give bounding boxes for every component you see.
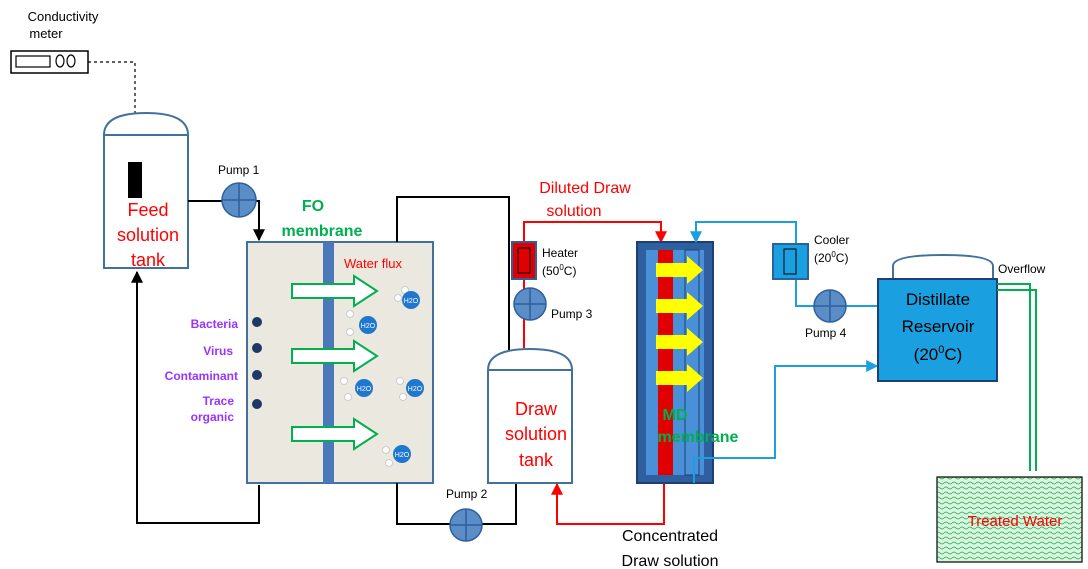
overflow-pipe	[997, 289, 1037, 471]
contaminant-particle-icon	[252, 370, 262, 380]
water-molecule-icon: H2O	[396, 377, 424, 401]
virus-label: Virus	[203, 344, 233, 358]
draw-pipe	[396, 196, 515, 387]
md-membrane-label-2: membrane	[658, 429, 739, 446]
conductivity-meter-label-2: meter	[29, 26, 63, 41]
feed-tank-label-1: Feed	[127, 200, 168, 220]
pump-4: Pump 4	[805, 289, 847, 340]
pump-4-label: Pump 4	[805, 326, 847, 340]
virus-particle-icon	[252, 343, 262, 353]
conductivity-meter-label-1: Conductivity	[28, 9, 99, 24]
svg-text:H2O: H2O	[357, 386, 372, 393]
pump-2-label: Pump 2	[446, 487, 488, 501]
trace-organic-label-1: Trace	[203, 394, 235, 408]
svg-text:H2O: H2O	[404, 298, 419, 305]
feed-pipe	[253, 200, 265, 242]
md-flux-arrow-icon	[656, 256, 703, 284]
draw-tank-label-2: solution	[505, 424, 567, 444]
fo-membrane-label-2: membrane	[282, 223, 363, 240]
diluted-draw-label-1: Diluted Draw	[539, 180, 631, 197]
fo-membrane-module: FO membrane Water flux Bacteria Virus Co…	[165, 198, 434, 484]
distillate-label-2: Reservoir	[902, 317, 975, 336]
water-flux-arrow-icon	[291, 339, 379, 373]
md-membrane-label-1: MD	[663, 407, 688, 424]
pump-2: Pump 2	[446, 487, 488, 542]
trace-organic-label-2: organic	[191, 410, 235, 424]
distillate-label-1: Distillate	[906, 290, 970, 309]
meter-display	[15, 55, 51, 68]
fo-membrane-label-1: FO	[302, 198, 324, 215]
feed-tank-label-2: solution	[117, 225, 179, 245]
diluted-draw-label-2: solution	[546, 203, 601, 220]
svg-text:H2O: H2O	[361, 323, 376, 330]
cooler-label-1: Cooler	[814, 233, 849, 247]
draw-pipe	[396, 483, 450, 525]
heater: Heater (500C)	[511, 241, 578, 280]
overflow-pipe	[997, 283, 1031, 471]
treated-water-tank: Treated Water	[936, 476, 1083, 563]
diluted-draw-pipe	[523, 221, 667, 348]
overflow-label: Overflow	[998, 262, 1046, 276]
distillate-return-pipe	[693, 360, 879, 483]
feed-solution-tank: Feed solution tank	[103, 111, 189, 270]
contaminant-label: Contaminant	[165, 369, 238, 383]
feed-tank-label-3: tank	[131, 250, 166, 270]
md-flux-arrow-icon	[656, 292, 703, 320]
pump-3: Pump 3	[513, 287, 593, 321]
water-flux-label: Water flux	[344, 256, 403, 271]
treated-water-label: Treated Water	[968, 513, 1063, 530]
draw-pipe	[482, 483, 517, 525]
pump-3-label: Pump 3	[551, 307, 593, 321]
bacteria-label: Bacteria	[191, 317, 239, 331]
heater-label-1: Heater	[542, 246, 578, 260]
cooler-icon	[772, 243, 809, 280]
md-flux-arrow-icon	[656, 364, 703, 392]
conductivity-probe	[128, 162, 142, 198]
trace-organic-particle-icon	[252, 399, 262, 409]
draw-tank-label-3: tank	[519, 450, 554, 470]
water-molecule-icon: H2O	[340, 377, 373, 401]
meter-knob-icon	[55, 54, 65, 68]
meter-knob-icon	[66, 54, 76, 68]
draw-solution-tank: Draw solution tank	[487, 347, 573, 484]
distillate-label-3: (200C)	[914, 344, 963, 364]
concentrated-draw-label-1: Concentrated	[622, 528, 718, 545]
cooler: Cooler (200C)	[772, 233, 849, 280]
water-molecule-icon: H2O	[382, 445, 411, 467]
conductivity-meter: Conductivity meter	[10, 9, 99, 74]
feed-return-pipe	[131, 270, 260, 524]
pump-1: Pump 1	[218, 163, 260, 218]
heater-label-2: (500C)	[542, 263, 576, 278]
water-flux-arrow-icon	[291, 417, 379, 451]
cooling-pipe	[690, 221, 797, 244]
cooling-pipe	[795, 279, 814, 307]
svg-text:H2O: H2O	[395, 452, 410, 459]
water-molecule-icon: H2O	[394, 286, 420, 309]
bacteria-particle-icon	[252, 317, 262, 327]
pump-1-label: Pump 1	[218, 163, 260, 177]
water-molecule-icon: H2O	[346, 310, 377, 336]
cooler-label-2: (200C)	[814, 250, 848, 265]
water-flux-arrow-icon	[291, 274, 379, 308]
distillate-reservoir: Distillate Reservoir (200C)	[877, 253, 998, 382]
concentrated-draw-pipe	[551, 482, 665, 525]
svg-text:H2O: H2O	[408, 386, 423, 393]
md-flux-arrow-icon	[656, 328, 703, 356]
md-membrane-module: MD membrane	[636, 241, 739, 484]
draw-tank-label-1: Draw	[515, 399, 558, 419]
concentrated-draw-label-2: Draw solution	[622, 553, 719, 569]
